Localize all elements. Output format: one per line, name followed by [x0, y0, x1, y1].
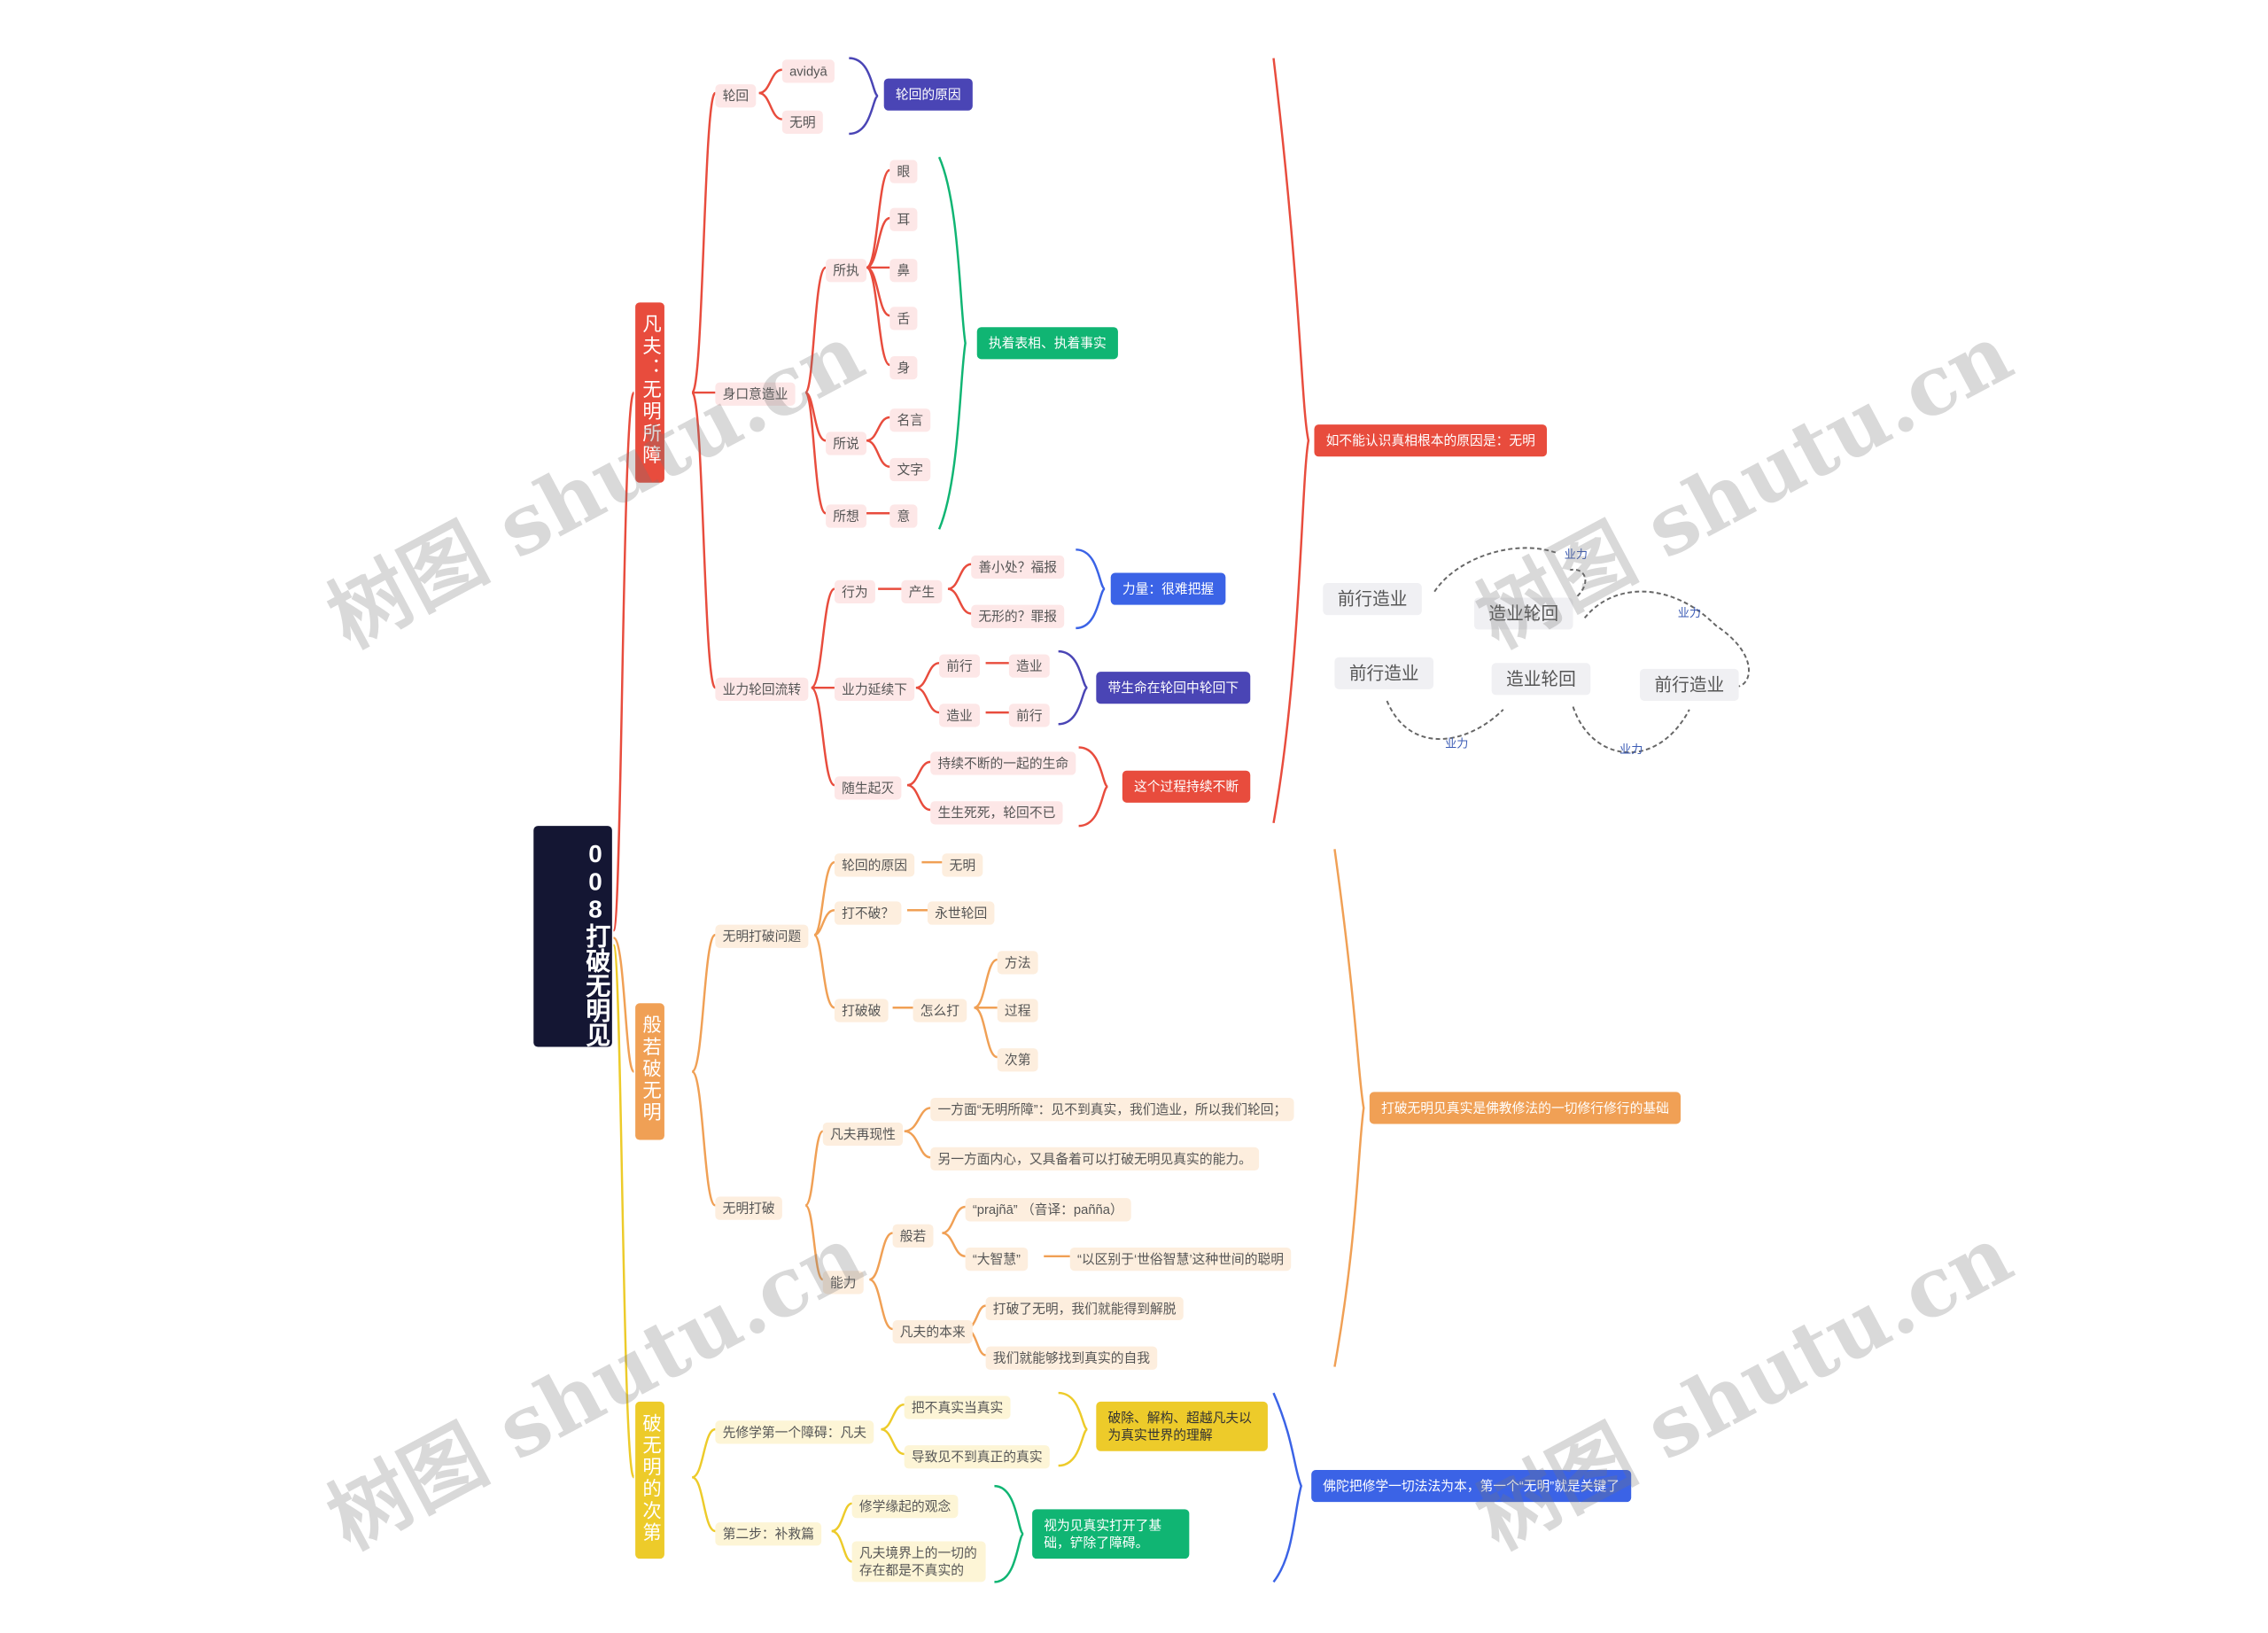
topic-wuming[interactable]: 无明 [781, 110, 823, 134]
topic-one-side[interactable]: 一方面“无明所障”：见不到真实，我们造业，所以我们轮回； [930, 1097, 1294, 1122]
summary-second-step[interactable]: 视为见真实打开了基础，铲除了障碍。 [1032, 1509, 1190, 1559]
cycle-edge-label-1: 业力 [1564, 548, 1588, 562]
topic-other-side[interactable]: 另一方面内心，又具备着可以打破无明见真实的能力。 [930, 1147, 1260, 1171]
topic-great-wisdom[interactable]: “大智慧” [965, 1247, 1029, 1271]
topic-cannot-see[interactable]: 导致见不到真正的真实 [904, 1445, 1050, 1469]
topic-zaoye-1[interactable]: 造业 [1008, 654, 1050, 678]
topic-qianxing-2[interactable]: 前行 [1008, 704, 1050, 727]
cycle-node-5[interactable]: 前行造业 [1640, 668, 1739, 701]
topic-mingyan[interactable]: 名言 [889, 408, 931, 432]
topic-dependent[interactable]: 修学缘起的观念 [851, 1494, 959, 1519]
topic-original[interactable]: 凡夫的本来 [892, 1320, 973, 1344]
topic-lunhui[interactable]: 轮回 [715, 84, 757, 108]
topic-break[interactable]: 无明打破 [715, 1196, 782, 1220]
topic-process[interactable]: 过程 [997, 999, 1038, 1023]
topic-arise-cease[interactable]: 随生起灭 [834, 776, 902, 800]
topic-prajna-term[interactable]: “prajñā” （音译：pañña） [965, 1198, 1130, 1222]
topic-forever[interactable]: 永世轮回 [927, 901, 995, 925]
topic-prajna[interactable]: 般若 [892, 1224, 934, 1248]
topic-cause[interactable]: 轮回的原因 [834, 853, 915, 877]
summary-first-step[interactable]: 破除、解构、超越凡夫以为真实世界的理解 [1096, 1401, 1268, 1451]
topic-body-karma[interactable]: 身口意造业 [715, 382, 796, 406]
topic-life-continue[interactable]: 持续不断的一起的生命 [930, 751, 1076, 775]
cycle-node-4[interactable]: 造业轮回 [1491, 663, 1591, 696]
topic-birth-death[interactable]: 生生死死，轮回不已 [930, 801, 1063, 825]
topic-fubao[interactable]: 善小处？福报 [971, 555, 1065, 579]
branch-3-title[interactable]: 破无明的次第 [635, 1401, 664, 1559]
topic-how[interactable]: 怎么打 [913, 999, 967, 1023]
topic-karma-continue[interactable]: 业力延续下 [834, 677, 915, 701]
topic-true-self[interactable]: 我们就能够找到真实的自我 [985, 1346, 1158, 1370]
summary-power[interactable]: 力量：很难把握 [1110, 572, 1226, 605]
topic-how-break[interactable]: 打破破 [834, 999, 889, 1023]
topic-ear[interactable]: 耳 [889, 207, 918, 231]
summary-attachment[interactable]: 执着表相、执着事实 [976, 327, 1118, 360]
topic-not-real[interactable]: 凡夫境界上的一切的存在都是不真实的 [851, 1541, 986, 1582]
topic-suoxiang[interactable]: 所想 [826, 504, 867, 528]
topic-break-question[interactable]: 无明打破问题 [715, 924, 809, 948]
topic-order[interactable]: 次第 [997, 1048, 1038, 1072]
topic-tongue[interactable]: 舌 [889, 307, 918, 330]
topic-worldly-wisdom[interactable]: “以区别于‘世俗智慧’这种世间的聪明 [1069, 1247, 1292, 1271]
topic-chansheng[interactable]: 产生 [901, 579, 943, 604]
cycle-node-1[interactable]: 前行造业 [1323, 583, 1422, 616]
topic-zaoye-2[interactable]: 造业 [939, 704, 981, 727]
cycle-edge-label-2: 业力 [1677, 606, 1701, 620]
topic-ability[interactable]: 能力 [822, 1271, 864, 1295]
topic-eye[interactable]: 眼 [889, 159, 918, 183]
topic-suoshuo[interactable]: 所说 [826, 432, 867, 455]
topic-xingwei[interactable]: 行为 [834, 579, 875, 604]
topic-nose[interactable]: 鼻 [889, 259, 918, 283]
topic-zuibao[interactable]: 无形的？罪报 [971, 604, 1065, 628]
cycle-edge-label-4: 业力 [1619, 743, 1643, 757]
branch-2-title[interactable]: 般若破无明 [635, 1003, 664, 1140]
cycle-edge-label-3: 业力 [1445, 736, 1469, 750]
cycle-node-3[interactable]: 前行造业 [1334, 657, 1434, 689]
topic-first-step[interactable]: 先修学第一个障碍：凡夫 [715, 1420, 874, 1444]
topic-wenzi[interactable]: 文字 [889, 457, 931, 482]
summary-branch-3[interactable]: 佛陀把修学一切法法为本，第一个“无明”就是关键了 [1311, 1470, 1632, 1503]
summary-process[interactable]: 这个过程持续不断 [1122, 770, 1251, 803]
topic-suozhi[interactable]: 所执 [826, 259, 867, 283]
topic-not-break[interactable]: 打不破？ [834, 901, 902, 925]
topic-method[interactable]: 方法 [997, 951, 1038, 975]
topic-ordinary-nature[interactable]: 凡夫再现性 [822, 1122, 904, 1147]
topic-qianxing-1[interactable]: 前行 [939, 654, 981, 678]
branch-1-title[interactable]: 凡夫：无明所障 [635, 302, 664, 483]
topic-avidya[interactable]: avidyā [781, 59, 835, 83]
topic-false-true[interactable]: 把不真实当真实 [904, 1396, 1011, 1419]
topic-cause-wuming[interactable]: 无明 [942, 853, 983, 877]
topic-second-step[interactable]: 第二步：补救篇 [715, 1522, 822, 1546]
summary-branch-2[interactable]: 打破无明见真实是佛教修法的一切修行修行的基础 [1369, 1092, 1682, 1124]
summary-branch-1[interactable]: 如不能认识真相根本的原因是：无明 [1314, 424, 1548, 457]
cycle-node-2[interactable]: 造业轮回 [1473, 597, 1573, 630]
topic-body[interactable]: 身 [889, 356, 918, 380]
topic-liberation[interactable]: 打破了无明，我们就能得到解脱 [985, 1296, 1184, 1321]
topic-karma-flow[interactable]: 业力轮回流转 [715, 677, 809, 701]
summary-lunhui[interactable]: 轮回的原因 [883, 78, 973, 111]
topic-yi[interactable]: 意 [889, 504, 918, 528]
root-topic[interactable]: 008打破无明见真实 [533, 826, 612, 1096]
summary-cycle[interactable]: 带生命在轮回中轮回下 [1096, 672, 1251, 704]
